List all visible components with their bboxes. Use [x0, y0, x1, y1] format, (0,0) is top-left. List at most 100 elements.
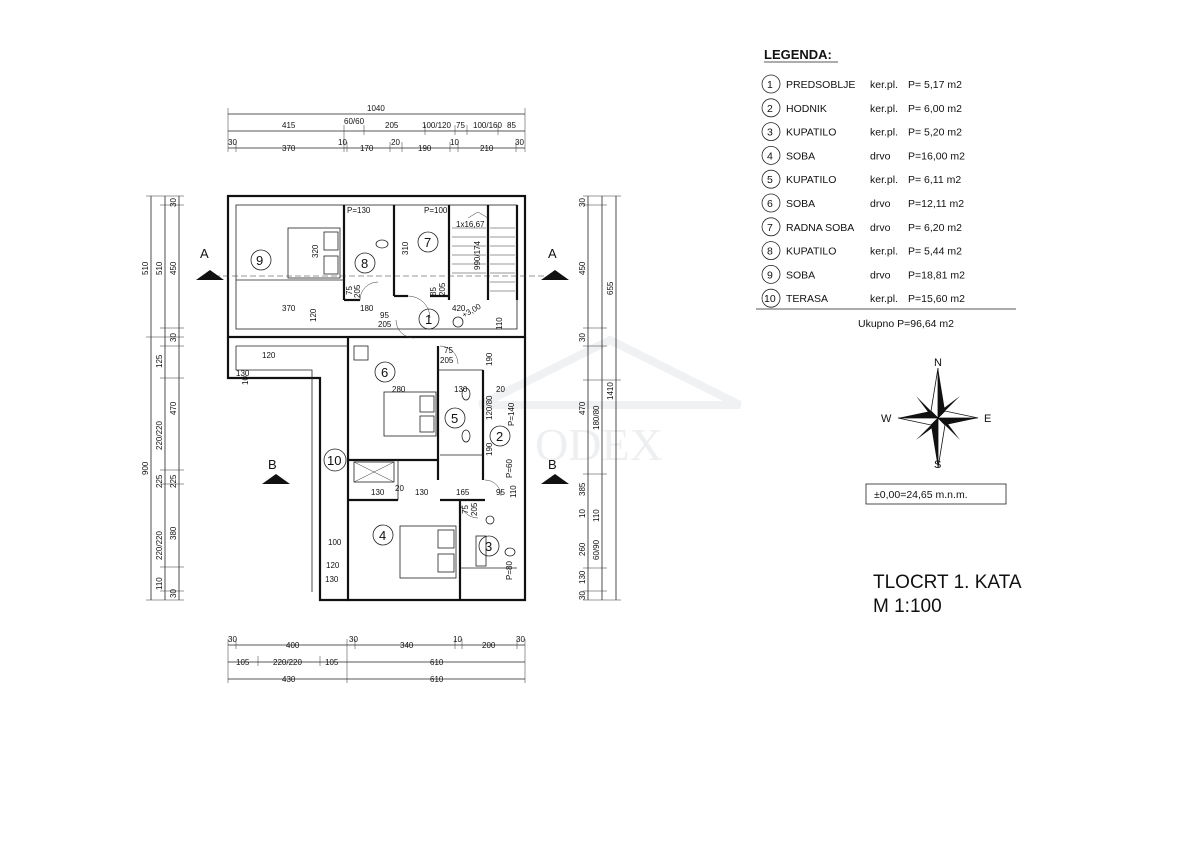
inner-dim: 320: [311, 244, 320, 258]
room-label: 6: [381, 365, 388, 380]
legend-number-circle: [761, 241, 781, 261]
inner-dim: 100: [328, 538, 342, 547]
dim-top: 60/60: [344, 117, 365, 126]
legend-finish: ker.pl.: [870, 293, 898, 305]
dim-top: 30: [515, 138, 524, 147]
dim-right: 110: [592, 509, 601, 522]
legend-number-circle: [761, 193, 781, 213]
section-b-right: B: [548, 457, 557, 472]
legend-finish: ker.pl.: [870, 127, 898, 139]
dim-left: 450: [169, 261, 178, 275]
dim-left: 30: [169, 333, 178, 342]
inner-dim: 120: [326, 561, 340, 570]
dim-top: 85: [507, 121, 516, 130]
inner-dim: 280: [392, 385, 406, 394]
inner-dim: 95: [380, 311, 389, 320]
dim-top: 100/160: [473, 121, 502, 130]
inner-dim: 130: [325, 575, 339, 584]
dim-right: 1410: [606, 382, 615, 400]
legend-room-name: KUPATILO: [786, 246, 836, 258]
section-markers: A A B B: [196, 246, 569, 484]
drawing-title: TLOCRT 1. KATA M 1:100: [873, 572, 1022, 617]
legend-area: P=16,00 m2: [908, 150, 965, 162]
section-a-right: A: [548, 246, 557, 261]
inner-dim: 165: [456, 488, 470, 497]
inner-dim: P=130: [347, 206, 371, 215]
inner-dim: 110: [495, 317, 504, 330]
room-label: 5: [451, 411, 458, 426]
dim-left: 110: [155, 577, 164, 590]
title-line2: M 1:100: [873, 596, 942, 617]
legend-number: 8: [767, 246, 773, 258]
legend-room-name: SOBA: [786, 269, 815, 281]
dim-top: 10: [450, 138, 459, 147]
inner-dim: 190: [485, 352, 494, 366]
legend-area: P= 5,17 m2: [908, 79, 962, 91]
dim-right: 30: [578, 591, 587, 600]
dim-bottom: 105: [325, 658, 339, 667]
inner-dim: P=80: [505, 561, 514, 580]
legend-title: LEGENDA:: [764, 47, 832, 62]
dim-top: 30: [228, 138, 237, 147]
inner-dim: 10: [241, 376, 250, 385]
inner-dim: 110: [509, 485, 518, 498]
legend-number-circle: [761, 288, 781, 308]
inner-dim: 990/174: [473, 241, 482, 270]
dim-top: 170: [360, 144, 374, 153]
legend-area: P=15,60 m2: [908, 293, 965, 305]
inner-dim: 75: [461, 505, 470, 514]
left-dimensions: 510 900 510 125 220/220 225 220/220 110 …: [141, 195, 184, 601]
legend-finish: ker.pl.: [870, 246, 898, 258]
dim-left: 125: [155, 354, 164, 368]
inner-dim: 20: [395, 484, 404, 493]
legend-area: P= 5,20 m2: [908, 127, 962, 139]
legend-number: 2: [767, 103, 773, 115]
dim-left: 30: [169, 589, 178, 598]
inner-dim: 75: [345, 286, 354, 295]
legend-room-name: KUPATILO: [786, 174, 836, 186]
compass-e: E: [984, 413, 991, 425]
dim-bottom: 610: [430, 675, 444, 684]
inner-dim: 130: [236, 369, 250, 378]
legend-finish: drvo: [870, 198, 891, 210]
dim-left: 900: [141, 461, 150, 475]
legend-area: P=18,81 m2: [908, 269, 965, 281]
inner-dim: 205: [378, 320, 392, 329]
dim-right: 470: [578, 401, 587, 415]
dim-left: 510: [141, 261, 150, 275]
dim-left: 225: [169, 474, 178, 488]
legend-number-circle: [761, 122, 781, 142]
dim-top: 20: [391, 138, 400, 147]
room-label: 2: [496, 429, 503, 444]
legend-finish: ker.pl.: [870, 79, 898, 91]
inner-dim: 130: [454, 385, 468, 394]
bed-room-6: [383, 391, 437, 437]
dim-right: 260: [578, 542, 587, 556]
legend-number-circle: [761, 264, 781, 284]
legend-number: 6: [767, 198, 773, 210]
dim-top: 205: [385, 121, 399, 130]
legend-number: 7: [767, 222, 773, 234]
compass-s: S: [934, 459, 941, 471]
right-dimensions: 30 450 30 470 385 10 260 130 30 180/80 1…: [578, 195, 621, 601]
legend-room-name: SOBA: [786, 150, 815, 162]
section-a-left: A: [200, 246, 209, 261]
dim-bottom: 30: [516, 635, 525, 644]
room-label: 4: [379, 528, 386, 543]
legend-number: 9: [767, 269, 773, 281]
stairs-label: 1x16,67: [456, 220, 485, 229]
inner-dim: P=140: [507, 402, 516, 426]
legend-finish: drvo: [870, 222, 891, 234]
inner-dim: 130: [415, 488, 429, 497]
title-line1: TLOCRT 1. KATA: [873, 572, 1022, 593]
room-label: 1: [425, 312, 432, 327]
legend-number-circle: [761, 98, 781, 118]
dim-top: 415: [282, 121, 296, 130]
inner-dim: 20: [496, 385, 505, 394]
dim-left: 380: [169, 526, 178, 540]
inner-dimensions: P=130 P=100 320 310 370 120 180 95 205 8…: [236, 206, 518, 584]
